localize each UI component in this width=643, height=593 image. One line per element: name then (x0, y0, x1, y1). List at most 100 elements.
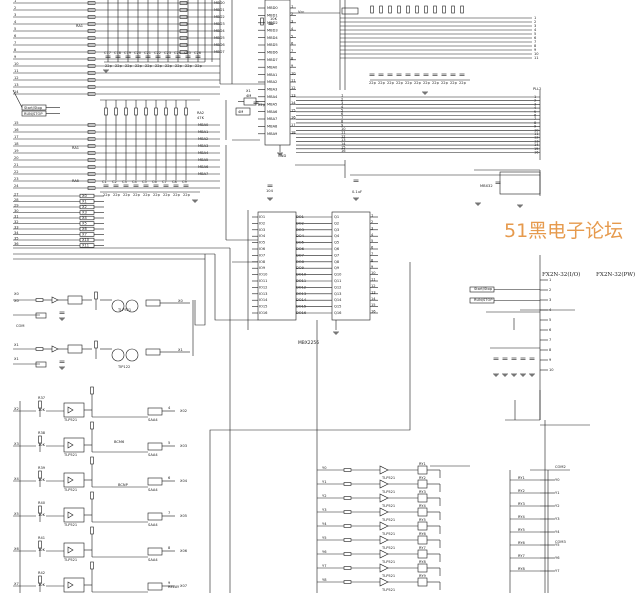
resistor-value: 10K (38, 548, 46, 552)
output-buffer (379, 465, 389, 475)
input-tag: X02 (180, 409, 187, 413)
input-tag: X1 (14, 343, 19, 347)
resistor (460, 5, 464, 14)
connector-heading-io: FX2N-32(I/O) (542, 271, 580, 278)
resistor (370, 5, 374, 14)
output-tag: Y1 (322, 480, 326, 484)
resistor (179, 43, 188, 47)
bus-label: MBD5 (214, 36, 225, 40)
schmitt-buffer (147, 477, 163, 486)
pll-tag: PLL2 (533, 87, 541, 91)
schmitt-buffer (147, 512, 163, 521)
mcu-pin-label: MBD0 (267, 6, 278, 10)
mcu-pin-number: 1 (291, 5, 293, 9)
resistor (38, 575, 42, 584)
com2-tag: COM2 (555, 465, 566, 469)
input-number: 24 (14, 184, 19, 188)
output-pin-number: 13 (371, 290, 376, 294)
output-pin-label: Q2 (334, 221, 339, 225)
start-stop-tag-right: Start/Stop (474, 287, 493, 291)
relay-label: RY2 (419, 476, 426, 480)
output-pin-number: 1 (371, 214, 373, 218)
relay-label: RELAY (168, 585, 180, 589)
cap-value: 22p (175, 64, 183, 68)
latch-pin-label: DO8 (296, 260, 305, 264)
latch-pin-label: IO6 (259, 247, 266, 251)
resistor (184, 107, 188, 116)
bus-number: 6 (341, 112, 344, 116)
resistor (124, 107, 128, 116)
resistor (388, 5, 392, 14)
connector-pin-number: 2 (549, 288, 551, 292)
ch0-opto (67, 295, 83, 305)
part-label: TLP521 (381, 546, 395, 550)
input-number: 22 (14, 170, 19, 174)
input-tag: X1 (178, 348, 183, 352)
resistor (134, 107, 138, 116)
cap-value: 22p (103, 193, 111, 197)
input-number: 23 (14, 177, 19, 181)
resistor (179, 22, 188, 26)
latch-pin-label: DO4 (296, 234, 305, 238)
resistor-array-label: RA1 (76, 24, 83, 28)
bus-number: 13 (341, 138, 346, 142)
opto-diode (67, 406, 74, 414)
resistor (179, 50, 188, 54)
output-buffer (379, 493, 389, 503)
resistor-label: R39 (38, 466, 46, 470)
pin-number: 5 (168, 441, 170, 445)
pin-number: 4 (168, 406, 171, 410)
input-number: 12 (14, 76, 19, 80)
part-label: SAA4 (148, 558, 158, 562)
resistor-value: 10K (38, 478, 46, 482)
relay-label: RY6 (419, 532, 426, 536)
bus-number: 10 (534, 128, 539, 132)
input-tag: X6 (14, 547, 19, 551)
mcu-pin-label: MBD5 (267, 43, 278, 47)
cap-value: 22p (258, 103, 266, 107)
resistor (397, 5, 401, 14)
latch-part-label: MBX2256 (298, 340, 319, 346)
resistor (38, 435, 42, 444)
part-label: MBX32 (480, 184, 493, 188)
part-label: TLP521 (63, 453, 77, 457)
bus-number: 6 (534, 114, 537, 118)
cap-value: 22p (459, 81, 467, 85)
part-label: SAA4 (148, 523, 158, 527)
output-pin-label: Q12 (334, 285, 341, 289)
resistor (179, 15, 188, 19)
output-pin-label: Q9 (334, 266, 340, 270)
latch-pin-label: IO10 (259, 273, 268, 277)
output-terminal: Y2 (555, 504, 559, 508)
resistor (343, 566, 352, 570)
ch0-transistor (125, 299, 139, 313)
com-tag: COM (16, 324, 24, 328)
bus-number: 6 (534, 36, 537, 40)
bus-number: 10 (534, 52, 539, 56)
input-number: 13 (14, 83, 19, 87)
output-terminal: Y7 (555, 569, 559, 573)
mcu-gnd-label: GND (278, 154, 286, 158)
cap-value: 22p (145, 64, 153, 68)
output-tag: Y0 (322, 466, 327, 470)
input-number: 33 (14, 225, 19, 229)
latch-pin-label: DO3 (296, 228, 304, 232)
mcu-pin-number: 17 (291, 123, 296, 127)
bus-number: 11 (534, 132, 539, 136)
input-number: 34 (14, 231, 19, 235)
resistor (90, 526, 94, 535)
latch-pin-label: DO1 (296, 215, 304, 219)
cap-label: C19 (124, 51, 132, 55)
watermark-text: 51黑电子论坛 (504, 220, 623, 242)
input-number: 9 (14, 55, 17, 59)
output-pin-label: Q8 (334, 260, 340, 264)
resistor (179, 29, 188, 33)
crystal-label: X1 (246, 89, 251, 93)
cap-value: 22p (153, 193, 161, 197)
latch-pin-label: IO14 (259, 298, 268, 302)
cap-value: 22p (143, 193, 151, 197)
output-relay (417, 493, 428, 503)
cap-value: 22p (441, 81, 449, 85)
resistor (343, 524, 352, 528)
